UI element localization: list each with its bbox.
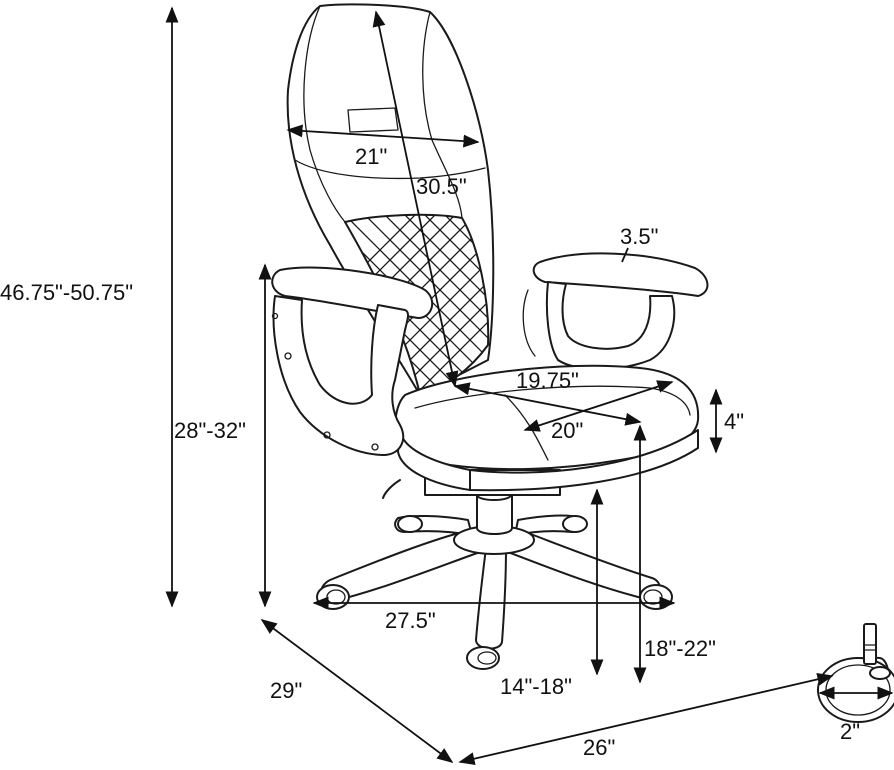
depth-label: 29" <box>270 678 303 703</box>
back-height-label: 30.5" <box>416 174 467 199</box>
seat-width-label: 19.75" <box>516 368 579 393</box>
dimension-lines <box>165 6 894 766</box>
chair-illustration <box>271 3 894 723</box>
overall-height-label: 46.75"-50.75" <box>0 280 134 305</box>
seat-depth-label: 20" <box>551 418 584 443</box>
right-armrest <box>522 252 709 370</box>
width-line <box>458 672 834 766</box>
caster-diameter-label: 2" <box>840 719 861 744</box>
back-height-line <box>372 10 459 388</box>
seat-height-label: 18"-22" <box>644 636 716 661</box>
chair-base <box>320 489 661 650</box>
floor-to-seat-label: 14"-18" <box>500 674 572 699</box>
back-width-label: 21" <box>355 144 388 169</box>
seat-depth-line <box>523 380 674 432</box>
caster-detail <box>817 623 894 723</box>
back-width-line <box>286 124 480 148</box>
armrest-width-leader <box>621 247 629 263</box>
armrest-height-label: 28"-32" <box>174 418 246 443</box>
depth-line <box>260 619 454 763</box>
armrest-width-label: 3.5" <box>620 224 659 249</box>
base-diameter-label: 27.5" <box>385 608 436 633</box>
seat-thickness-label: 4" <box>724 409 745 434</box>
width-label: 26" <box>583 735 616 760</box>
